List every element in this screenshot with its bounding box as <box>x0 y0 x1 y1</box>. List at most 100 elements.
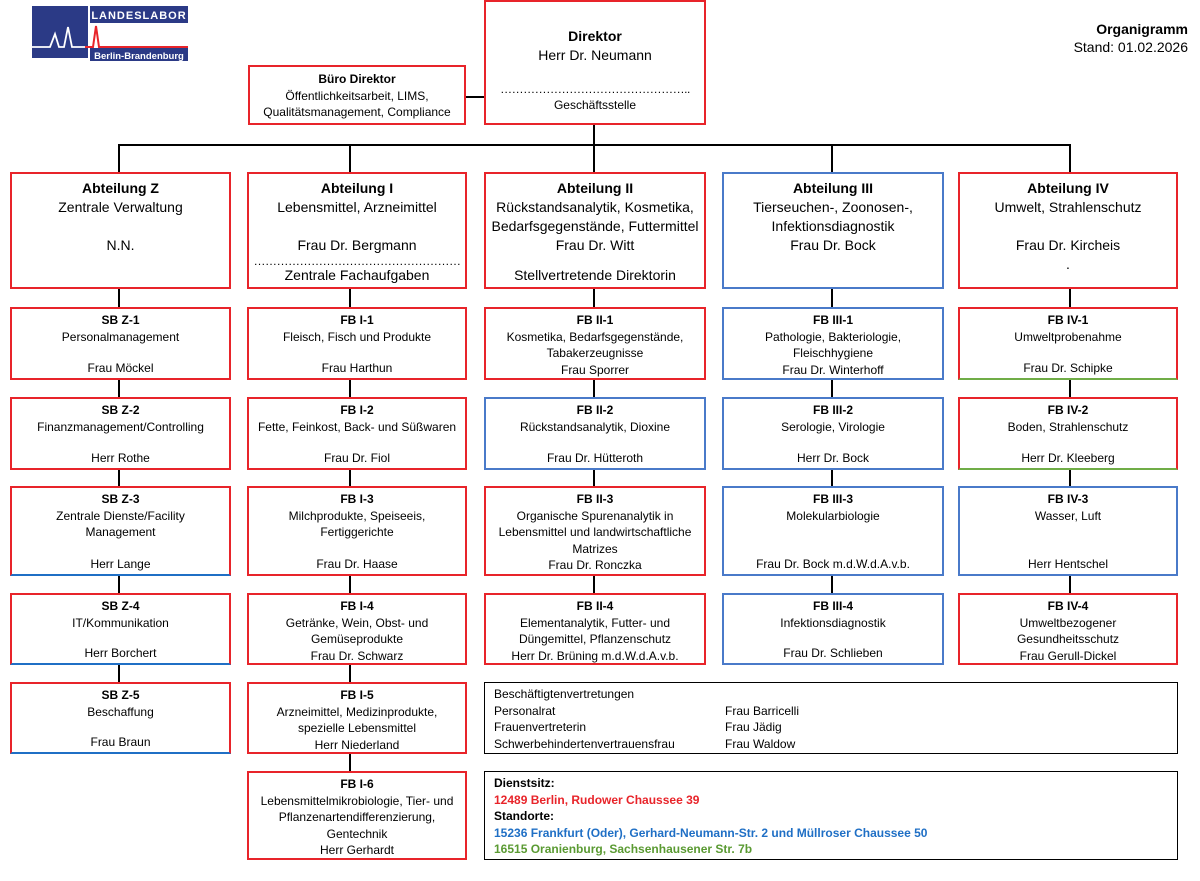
unit-person: Frau Dr. Haase <box>316 556 398 571</box>
fb-i-1-box: FB I-1 Fleisch, Fisch und Produkte Frau … <box>247 307 467 380</box>
header: Organigramm Stand: 01.02.2026 <box>1074 20 1188 56</box>
abteilung-line: Tierseuchen-, Zoonosen-, <box>753 199 913 215</box>
vertretung-name: Frau Jädig <box>725 720 782 734</box>
unit-line: spezielle Lebensmittel <box>297 721 417 735</box>
frankfurt-address: 15236 Frankfurt (Oder), Gerhard-Neumann-… <box>494 825 928 840</box>
abteilung-line: . <box>1066 256 1070 272</box>
oranienburg-address: 16515 Oranienburg, Sachsenhausener Str. … <box>494 842 753 856</box>
dienstsitz-label: Dienstsitz: <box>494 776 555 790</box>
unit-person: Frau Dr. Winterhoff <box>782 362 884 377</box>
unit-line: Tabakerzeugnisse <box>546 346 644 360</box>
unit-person: Frau Gerull-Dickel <box>1019 648 1117 663</box>
unit-line: Matrizes <box>572 541 618 556</box>
unit-line: Personalmanagement <box>61 329 180 344</box>
fb-ii-3-box: FB II-3 Organische Spurenanalytik in Leb… <box>484 486 706 576</box>
unit-person: Frau Dr. Fiol <box>323 450 390 465</box>
drop-iv <box>1069 144 1071 174</box>
sb-z-1-box: SB Z-1 Personalmanagement Frau Möckel <box>10 307 231 380</box>
dienstsitz-address: 12489 Berlin, Rudower Chaussee 39 <box>494 792 700 807</box>
unit-title: FB II-1 <box>576 313 614 327</box>
fb-i-3-box: FB I-3 Milchprodukte, Speiseeis, Fertigg… <box>247 486 467 576</box>
unit-title: FB IV-4 <box>1047 599 1089 613</box>
unit-line: Fleisch, Fisch und Produkte <box>282 329 432 344</box>
chart-title: Organigramm <box>1096 21 1188 37</box>
unit-line: Arzneimittel, Medizinprodukte, <box>276 704 438 719</box>
unit-line: Wasser, Luft <box>1034 508 1102 523</box>
director-name: Herr Dr. Neumann <box>538 47 652 63</box>
unit-line: Lebensmittel und landwirtschaftliche <box>498 525 692 539</box>
logo-line1: LANDESLABOR <box>91 10 186 22</box>
unit-person: Frau Sporrer <box>560 362 630 377</box>
vertretung-name: Frau Barricelli <box>725 703 800 718</box>
unit-person: Herr Hentschel <box>1027 556 1109 571</box>
fb-iv-2-box: FB IV-2 Boden, Strahlenschutz Herr Dr. K… <box>958 397 1178 470</box>
unit-person: Herr Dr. Bock <box>796 450 869 465</box>
logo-graphic: LANDESLABOR Berlin-Brandenburg <box>32 6 188 62</box>
unit-person: Frau Dr. Hütteroth <box>546 450 644 465</box>
buero-line2: Qualitätsmanagement, Compliance <box>263 105 451 119</box>
buero-title: Büro Direktor <box>318 72 396 86</box>
abteilung-i-box: Abteilung I Lebensmittel, Arzneimittel F… <box>247 172 467 289</box>
director-box: Direktor Herr Dr. Neumann ……………………………………… <box>484 0 706 125</box>
unit-person: Frau Harthun <box>321 360 393 375</box>
unit-line: Beschaffung <box>87 704 154 719</box>
unit-title: SB Z-2 <box>101 403 140 417</box>
unit-person: Herr Borchert <box>84 645 157 660</box>
vertretungen-row: Frauenvertreterin Frau Jädig <box>494 719 782 736</box>
abteilung-head: Frau Dr. Bergmann <box>297 237 417 253</box>
unit-person: Herr Dr. Kleeberg <box>1021 450 1115 465</box>
unit-title: FB III-2 <box>812 403 853 417</box>
unit-line: Pflanzenartendifferenzierung, <box>278 810 436 824</box>
abteilung-head: Frau Dr. Witt <box>555 237 635 253</box>
fb-iii-1-box: FB III-1 Pathologie, Bakteriologie, Flei… <box>722 307 944 380</box>
abteilung-title: Abteilung Z <box>82 180 159 196</box>
vertretung-name: Frau Waldow <box>725 736 796 751</box>
unit-person: Herr Lange <box>90 556 151 571</box>
fb-iv-3-box: FB IV-3 Wasser, Luft Herr Hentschel <box>958 486 1178 576</box>
unit-line: Elementanalytik, Futter- und <box>519 615 671 630</box>
unit-line: Finanzmanagement/Controlling <box>37 419 204 434</box>
director-dots: ………………………………………….. <box>500 82 690 96</box>
abteilung-title: Abteilung I <box>320 180 394 196</box>
abteilung-dots: ……………………………………………… <box>253 254 462 268</box>
unit-line: Boden, Strahlenschutz <box>1007 419 1129 434</box>
landeslabor-logo: LANDESLABOR Berlin-Brandenburg <box>30 6 190 62</box>
fb-iii-4-box: FB III-4 Infektionsdiagnostik Frau Dr. S… <box>722 593 944 665</box>
unit-title: FB I-2 <box>340 403 374 417</box>
unit-line: Düngemittel, Pflanzenschutz <box>518 632 672 646</box>
vertretung-role: Personalrat <box>494 703 556 718</box>
unit-title: FB IV-3 <box>1047 492 1089 506</box>
unit-line: Umweltbezogener <box>1019 615 1117 630</box>
unit-person: Frau Dr. Schlieben <box>783 645 883 660</box>
buero-connector <box>466 96 485 98</box>
standorte-box: Dienstsitz: 12489 Berlin, Rudower Chauss… <box>484 771 1178 860</box>
chart-date: Stand: 01.02.2026 <box>1073 39 1188 55</box>
fb-i-4-box: FB I-4 Getränke, Wein, Obst- und Gemüsep… <box>247 593 467 665</box>
unit-line: Gentechnik <box>326 826 388 841</box>
abteilung-iii-box: Abteilung III Tierseuchen-, Zoonosen-, I… <box>722 172 944 289</box>
unit-title: FB III-1 <box>812 313 853 327</box>
unit-title: SB Z-1 <box>101 313 140 327</box>
abteilung-head: N.N. <box>106 237 135 253</box>
unit-line: Pathologie, Bakteriologie, <box>764 329 902 344</box>
unit-person: Frau Dr. Schipke <box>1023 360 1113 375</box>
unit-line: Gemüseprodukte <box>310 632 404 646</box>
abteilung-title: Abteilung II <box>556 180 634 196</box>
fb-iii-2-box: FB III-2 Serologie, Virologie Herr Dr. B… <box>722 397 944 470</box>
unit-title: FB I-1 <box>340 313 374 327</box>
vertretungen-box: Beschäftigtenvertretungen Personalrat Fr… <box>484 682 1178 754</box>
unit-person: Herr Rothe <box>91 450 150 465</box>
unit-title: FB II-3 <box>576 492 614 506</box>
abteilung-line: Rückstandsanalytik, Kosmetika, <box>496 199 694 215</box>
unit-line: Molekularbiologie <box>786 508 880 523</box>
unit-title: FB I-5 <box>340 688 374 702</box>
fb-i-2-box: FB I-2 Fette, Feinkost, Back- und Süßwar… <box>247 397 467 470</box>
unit-title: FB I-6 <box>340 777 374 791</box>
unit-title: FB II-4 <box>576 599 614 613</box>
fb-ii-1-box: FB II-1 Kosmetika, Bedarfsgegenstände, T… <box>484 307 706 380</box>
abteilung-line: Infektionsdiagnostik <box>771 218 895 234</box>
abteilung-line: Lebensmittel, Arzneimittel <box>277 199 437 215</box>
unit-line: IT/Kommunikation <box>72 615 169 630</box>
unit-line: Lebensmittelmikrobiologie, Tier- und <box>260 793 454 808</box>
unit-title: FB I-3 <box>340 492 374 506</box>
